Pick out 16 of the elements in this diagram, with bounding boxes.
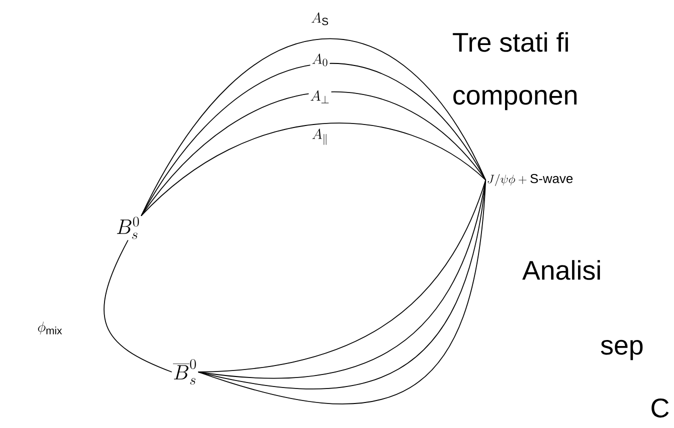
mixing-curve bbox=[104, 240, 172, 372]
edge-label: $\phi_\mathrm{mix}$ bbox=[36, 320, 64, 336]
slide-text: Tre stati fi bbox=[452, 32, 568, 52]
decay-curve bbox=[140, 92, 486, 216]
edge-label: $A_\mathrm{S}$ bbox=[309, 11, 331, 27]
slide-text: Analisi bbox=[522, 260, 600, 280]
slide-text: C bbox=[652, 398, 669, 418]
particle-label: $B_s^0$ bbox=[116, 216, 139, 240]
particle-label: $J/\psi\phi + \mbox{S-wave}$ bbox=[488, 174, 573, 186]
particle-label: $\overline{B}_s^0$ bbox=[173, 359, 196, 385]
edge-label: $A_0$ bbox=[310, 52, 330, 68]
edge-label: $A_\parallel$ bbox=[310, 128, 330, 146]
edge-label: $A_\perp$ bbox=[308, 89, 332, 105]
decay-curve bbox=[140, 123, 486, 216]
slide-text: componen bbox=[453, 90, 577, 110]
slide-text: sep bbox=[600, 340, 643, 360]
